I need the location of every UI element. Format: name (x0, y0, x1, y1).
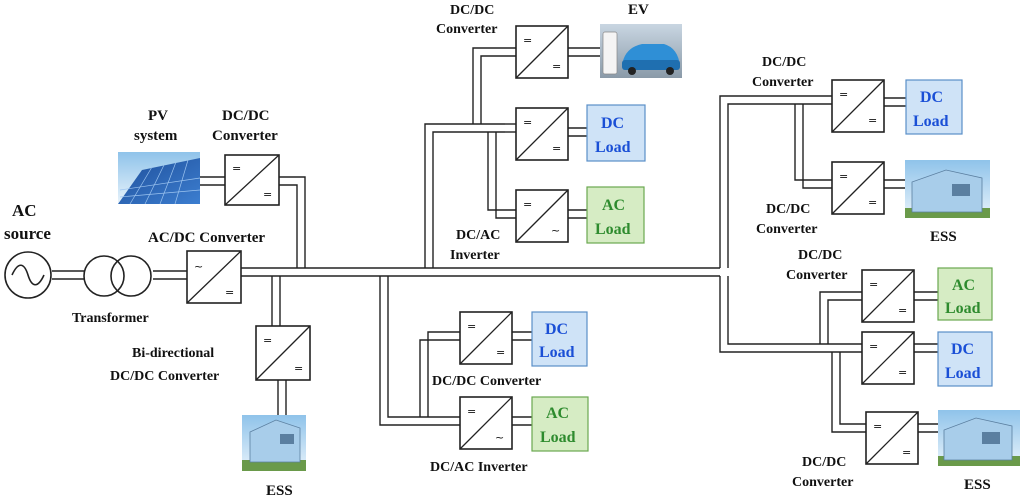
svg-text:=: = (263, 188, 272, 201)
lower-dcac-label: DC/AC Inverter (430, 460, 528, 475)
svg-text:=: = (523, 116, 532, 129)
ess-image-right-upper (905, 160, 990, 218)
ess-label-left: ESS (266, 483, 293, 499)
svg-text:Load: Load (595, 221, 631, 238)
ess-label-right-upper: ESS (930, 229, 957, 245)
svg-text:AC: AC (602, 197, 625, 214)
right-upper-dcdc-converter: = = (831, 79, 885, 133)
svg-text:=: = (523, 198, 532, 211)
ac-load-lower-middle: AC Load (531, 396, 589, 452)
svg-text:~: ~ (551, 224, 560, 237)
svg-text:Load: Load (945, 300, 981, 317)
ev-dcdc-converter: = = (515, 25, 569, 79)
ac-source (4, 251, 52, 299)
svg-text:=: = (225, 286, 234, 299)
dc-load-lower-middle: DC Load (531, 311, 588, 367)
svg-text:=: = (552, 60, 561, 73)
svg-text:Load: Load (540, 429, 576, 446)
svg-text:=: = (873, 420, 882, 433)
svg-text:=: = (232, 162, 241, 175)
svg-text:=: = (496, 346, 505, 359)
svg-text:DC: DC (545, 321, 568, 338)
right-ess-dcdc-converter: = = (831, 161, 885, 215)
ac-load-right: AC Load (937, 267, 993, 321)
svg-text:=: = (552, 142, 561, 155)
ev-dcdc-converter-label: DC/DC Converter (436, 3, 498, 37)
svg-text:DC: DC (951, 341, 974, 358)
wiring (52, 47, 938, 433)
svg-text:=: = (294, 362, 303, 375)
svg-text:Load: Load (945, 365, 981, 382)
svg-text:~: ~ (194, 260, 203, 273)
right-lower-dcdc-label: DC/DC Converter (786, 248, 847, 283)
right-ess-dcdc-label: DC/DC Converter (756, 202, 817, 237)
svg-text:=: = (263, 334, 272, 347)
ess-label-right-lower: ESS (964, 477, 991, 493)
svg-text:DC: DC (920, 89, 943, 106)
dc-load-upper-middle: DC Load (586, 104, 646, 162)
svg-text:=: = (868, 114, 877, 127)
svg-text:=: = (839, 88, 848, 101)
upper-dcac-inverter: = ~ (515, 189, 569, 243)
pv-panel-image (118, 152, 201, 205)
transformer-label: Transformer (72, 311, 149, 326)
svg-text:Load: Load (595, 139, 631, 156)
dc-load-right-lower: DC Load (937, 331, 993, 387)
svg-text:~: ~ (495, 431, 504, 444)
svg-text:AC: AC (546, 405, 569, 422)
svg-text:=: = (869, 340, 878, 353)
pv-dcdc-converter: = = (224, 154, 280, 206)
dc-load-right-upper: DC Load (905, 79, 963, 135)
transformer-icon (83, 255, 152, 297)
svg-text:=: = (898, 366, 907, 379)
ess-image-left (242, 415, 306, 471)
acdc-converter: ~ = (186, 250, 242, 304)
svg-text:=: = (467, 405, 476, 418)
ac-load-upper-middle: AC Load (586, 186, 645, 244)
ess-image-right-lower (938, 410, 1020, 466)
bidir-converter-label: Bi-directional DC/DC Converter (110, 346, 219, 384)
right-lower-ess-converter-label: DC/DC Converter (792, 455, 853, 490)
svg-text:Load: Load (539, 344, 575, 361)
svg-text:=: = (898, 304, 907, 317)
svg-text:=: = (467, 320, 476, 333)
svg-text:=: = (523, 34, 532, 47)
right-dc-dcdc-converter: = = (861, 331, 915, 385)
svg-text:=: = (869, 278, 878, 291)
ev-car-image (600, 24, 682, 78)
ac-source-label: AC source (4, 201, 51, 243)
upper-dcdc-converter: = = (515, 107, 569, 161)
pv-converter-label: DC/DC Converter (212, 108, 278, 144)
svg-text:AC: AC (952, 277, 975, 294)
right-ac-dcdc-converter: = = (861, 269, 915, 323)
right-upper-dcdc-label: DC/DC Converter (752, 55, 813, 90)
acdc-converter-label: AC/DC Converter (148, 230, 265, 246)
bidirectional-dcdc-converter: = = (255, 325, 311, 381)
lower-dcdc-converter: = = (459, 311, 513, 365)
ev-label: EV (628, 2, 649, 18)
svg-text:DC: DC (601, 115, 624, 132)
svg-text:=: = (902, 446, 911, 459)
lower-dcdc-label: DC/DC Converter (432, 374, 541, 389)
upper-dcac-label: DC/AC Inverter (450, 228, 504, 263)
svg-text:=: = (839, 170, 848, 183)
svg-text:Load: Load (913, 113, 949, 130)
right-lower-ess-converter: = = (865, 411, 919, 465)
pv-system-label: PV system (134, 108, 178, 144)
lower-dcac-inverter: = ~ (459, 396, 513, 450)
svg-text:=: = (868, 196, 877, 209)
